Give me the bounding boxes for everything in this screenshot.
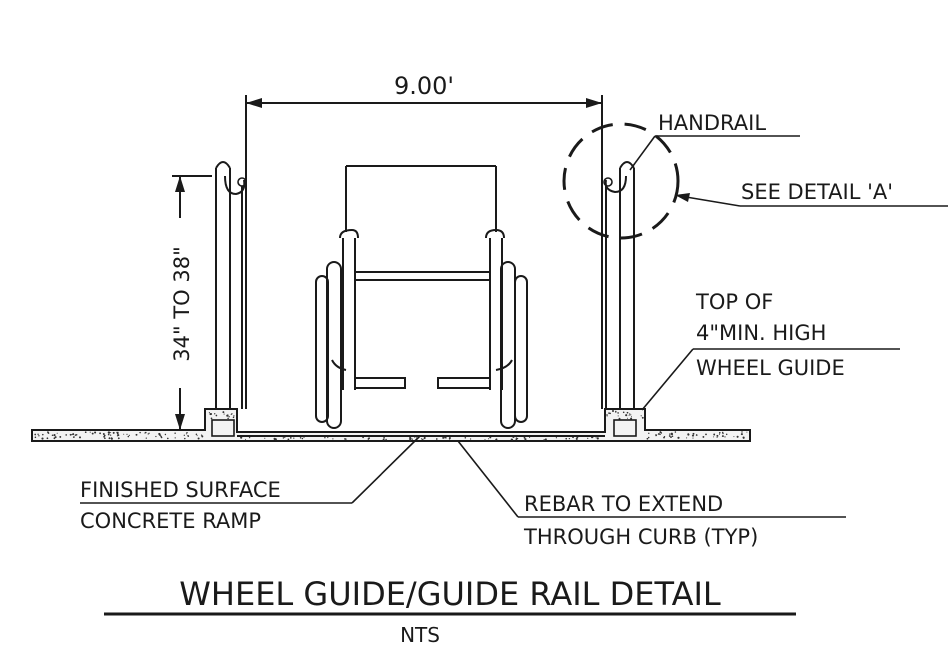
left-curb-void [211,419,235,437]
see-detail-callout: SEE DETAIL 'A' [675,180,948,207]
surface-label-line-1: FINISHED SURFACE [80,478,281,502]
rebar-label-line-1: REBAR TO EXTEND [524,492,723,516]
right-curb-void [613,419,637,437]
handrail-callout: HANDRAIL [629,111,800,171]
width-dimension-label: 9.00' [394,72,454,100]
rebar-label-line-2: THROUGH CURB (TYP) [523,525,758,549]
drawing-title: WHEEL GUIDE/GUIDE RAIL DETAIL NTS [104,575,796,647]
surface-callout: FINISHED SURFACE CONCRETE RAMP [80,435,421,533]
rebar-callout: REBAR TO EXTEND THROUGH CURB (TYP) [457,440,846,549]
height-dimension: 34" TO 38" [168,175,212,430]
left-handrail-post [215,95,247,409]
detail-a-circle [562,122,680,240]
wheelchair [315,165,528,429]
wheel-guide-line-1: TOP OF [695,290,773,314]
right-handrail-post [601,95,635,409]
surface-label-line-2: CONCRETE RAMP [80,509,261,533]
wheel-guide-line-2: 4"MIN. HIGH [696,321,826,345]
wheel-guide-line-3: WHEEL GUIDE [696,356,845,380]
see-detail-label: SEE DETAIL 'A' [741,180,893,204]
concrete-slab [31,408,751,442]
handrail-label: HANDRAIL [658,111,766,135]
scale-note: NTS [400,623,440,647]
width-dimension: 9.00' [246,72,602,108]
concrete-texture [34,410,748,441]
height-dimension-label: 34" TO 38" [170,246,194,361]
wheel-guide-callout: TOP OF 4"MIN. HIGH WHEEL GUIDE [641,290,900,411]
title-text: WHEEL GUIDE/GUIDE RAIL DETAIL [179,575,721,613]
